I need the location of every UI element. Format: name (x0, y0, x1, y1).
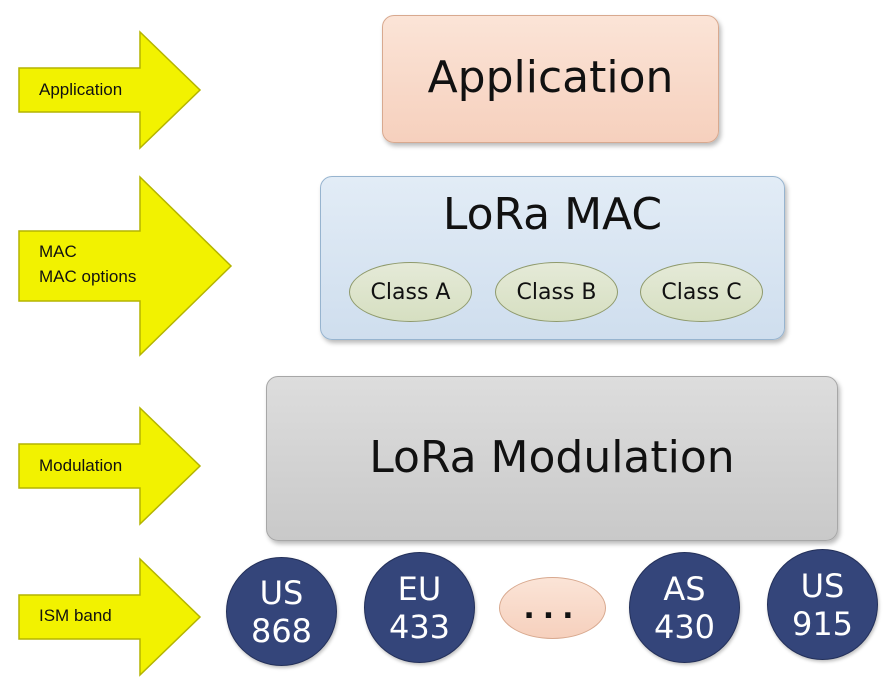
band-eu-433: EU 433 (364, 552, 475, 663)
band-us-915-region: US (800, 566, 845, 605)
arrow-mac-shape (18, 175, 233, 357)
application-layer-title: Application (427, 52, 674, 103)
band-eu-433-freq: 433 (388, 607, 451, 646)
arrow-application: Application (17, 30, 202, 150)
band-us-868: US 868 (226, 557, 337, 666)
application-layer-box: Application (382, 15, 719, 143)
lora-modulation-layer-title: LoRa Modulation (369, 432, 735, 483)
class-c-ellipse: Class C (640, 262, 763, 322)
class-a-ellipse: Class A (349, 262, 472, 322)
arrow-ism-band-shape (18, 557, 202, 677)
arrow-mac-label-line1: MAC (39, 242, 77, 261)
arrow-ism-band-label: ISM band (39, 606, 112, 625)
lora-mac-layer-box: LoRa MAC Class A Class B Class C (320, 176, 785, 340)
arrow-application-shape (18, 30, 202, 150)
lora-mac-layer-title: LoRa MAC (442, 189, 663, 240)
class-b-ellipse: Class B (495, 262, 618, 322)
band-as-430-region: AS (663, 569, 706, 608)
band-as-430: AS 430 (629, 552, 740, 663)
arrow-application-label: Application (39, 80, 123, 99)
band-as-430-freq: 430 (653, 607, 716, 646)
arrow-modulation-label: Modulation (39, 456, 123, 475)
arrow-modulation: Modulation (17, 406, 202, 526)
arrow-ism-band: ISM band (17, 557, 202, 677)
band-us-868-region: US (259, 573, 304, 612)
arrow-modulation-shape (18, 406, 202, 526)
band-us-868-freq: 868 (250, 611, 313, 650)
arrow-mac: MAC MAC options (17, 175, 233, 357)
band-us-915-freq: 915 (791, 604, 854, 643)
band-eu-433-region: EU (397, 569, 442, 608)
more-bands-ellipsis: ... (499, 577, 606, 639)
lora-modulation-layer-box: LoRa Modulation (266, 376, 838, 541)
band-us-915: US 915 (767, 549, 878, 660)
arrow-mac-label-line2: MAC options (39, 267, 137, 286)
